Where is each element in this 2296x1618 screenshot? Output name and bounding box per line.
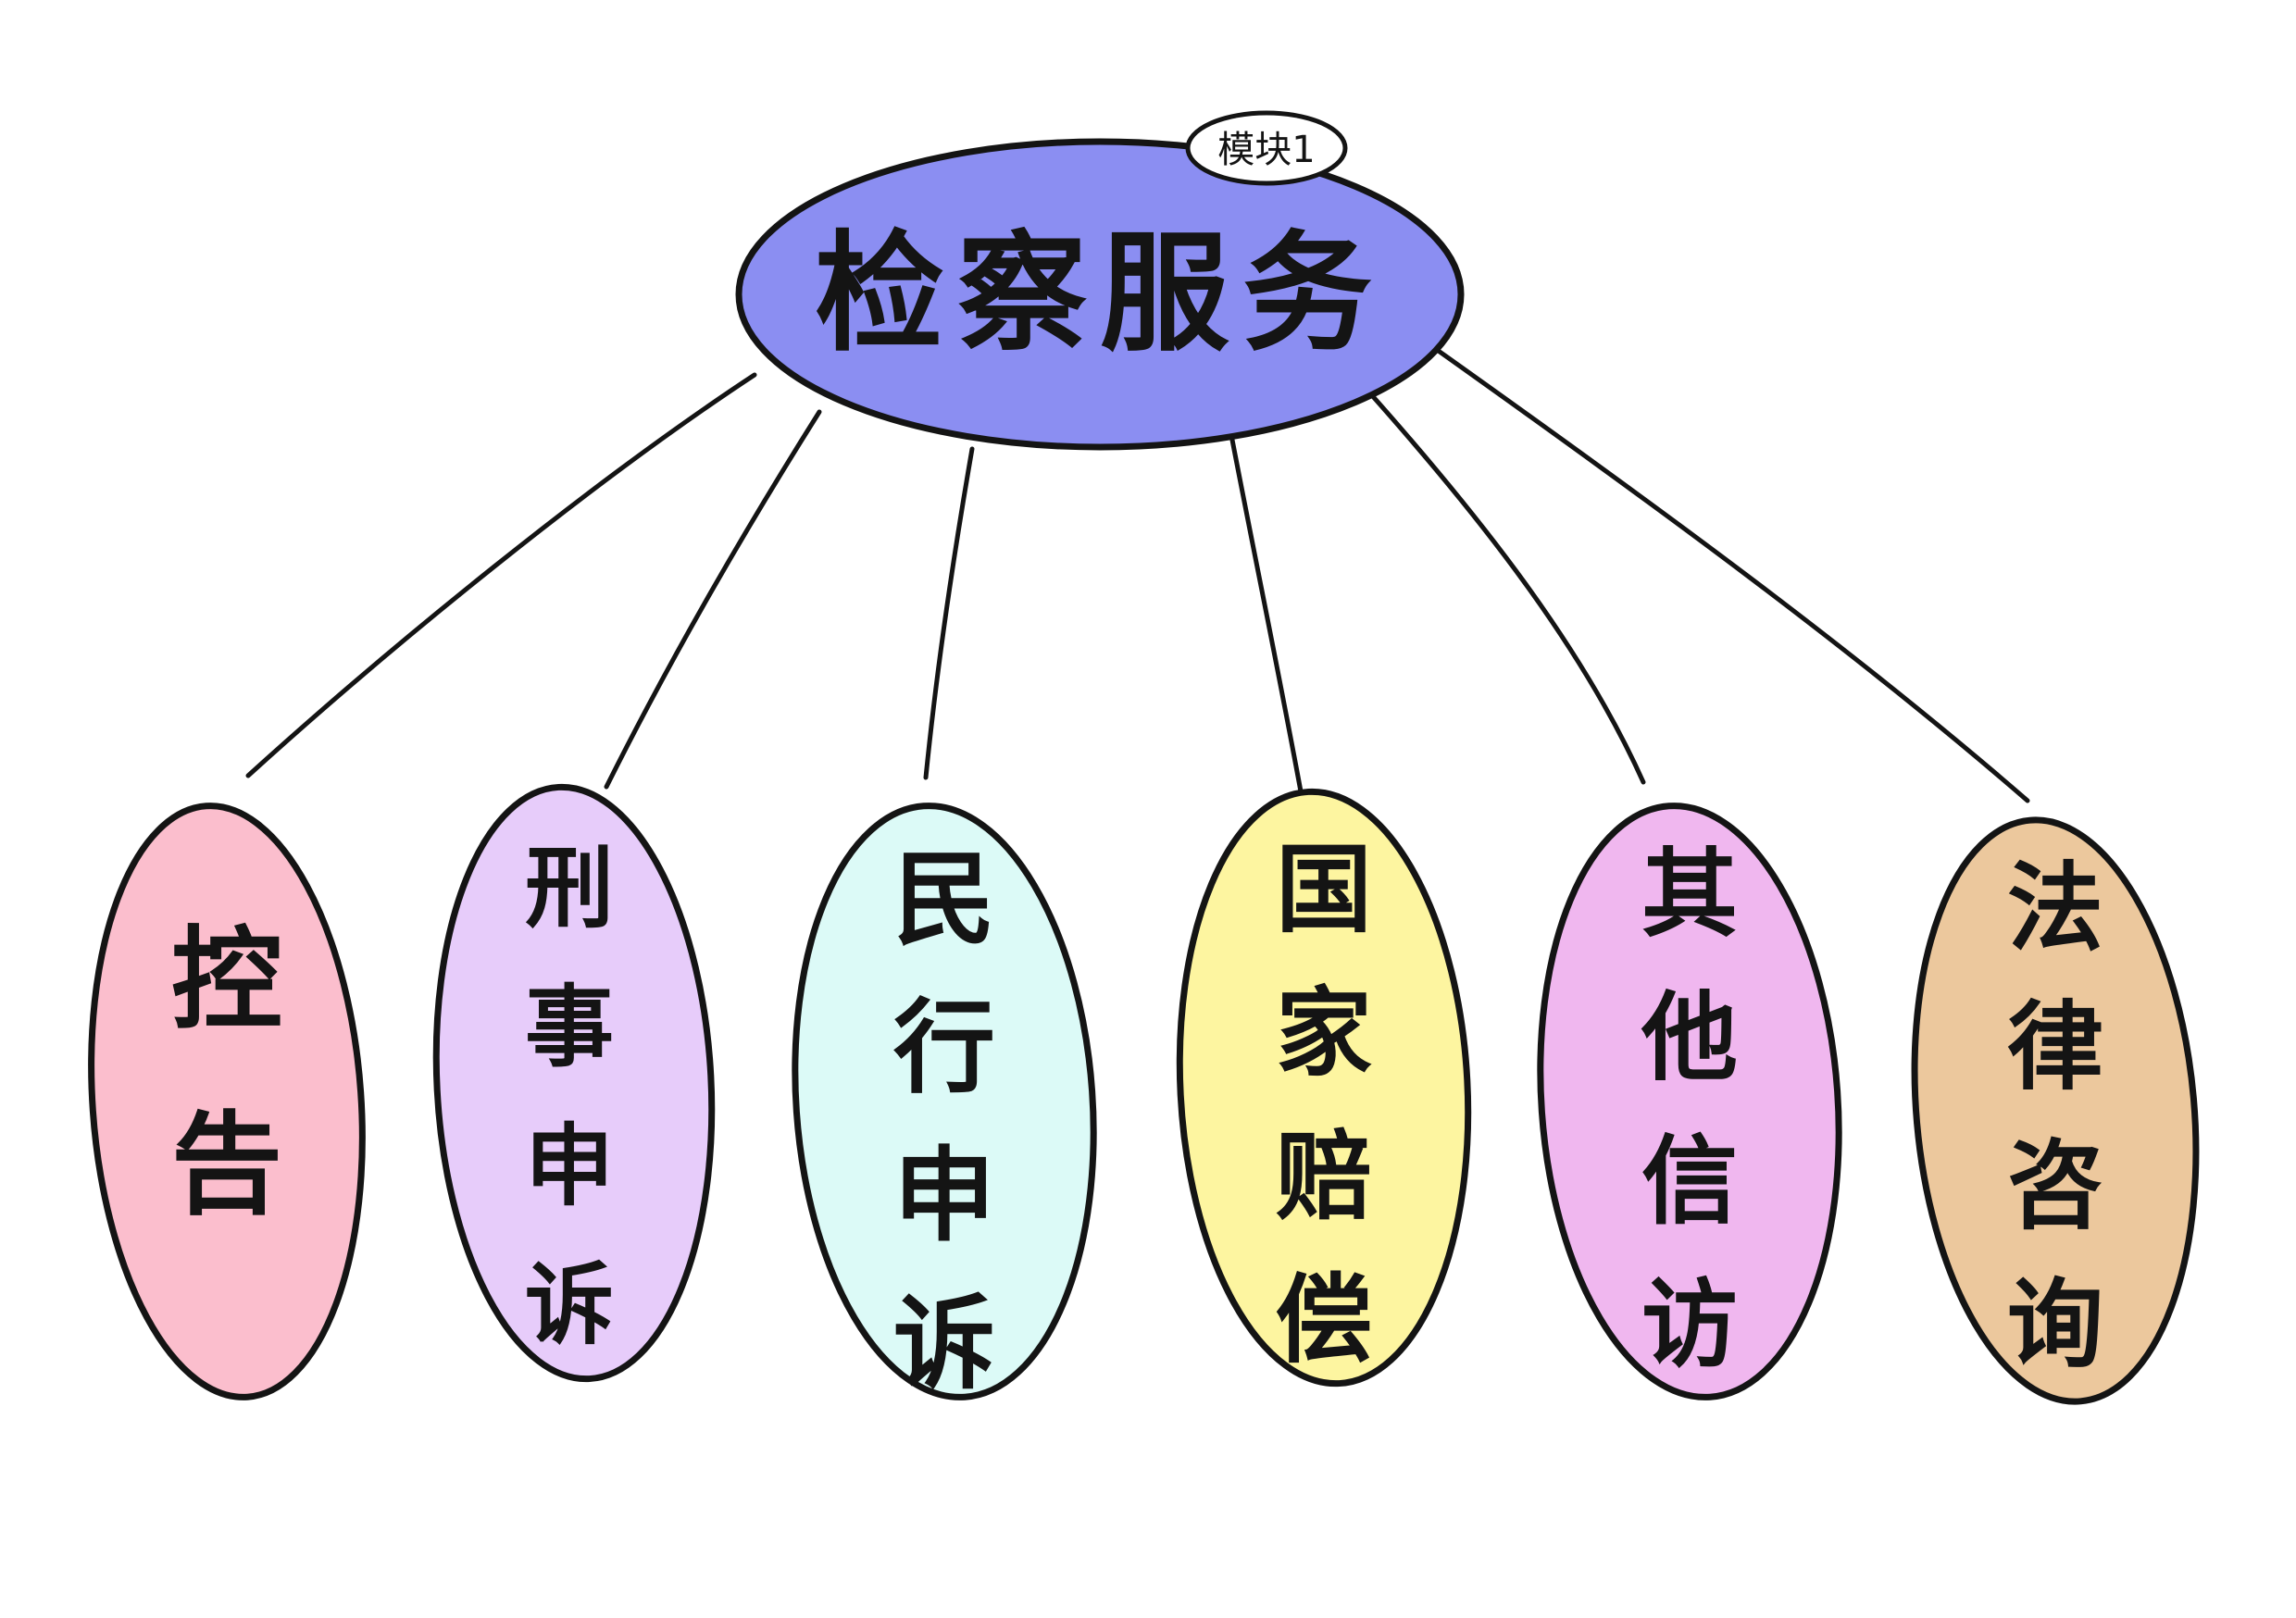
label-char: 诉 (893, 1285, 995, 1403)
connectors (245, 349, 2030, 803)
label-char: 刑 (525, 837, 614, 940)
child-ellipse-6 (1911, 816, 2200, 1405)
child-node-6: 法律咨询 (1911, 816, 2200, 1405)
child-ellipse-4 (1176, 788, 1472, 1388)
connector-2 (604, 409, 822, 790)
child-label-4: 国家赔偿 (1276, 833, 1372, 1376)
root-node: 检察服务 模块1 (735, 110, 1465, 451)
label-char: 控 (171, 916, 282, 1045)
child-nodes: 控告 刑事申诉 民行申诉 国家赔偿 其他信访 法律咨询 (88, 783, 2200, 1405)
connector-4 (1229, 432, 1304, 794)
label-char: 询 (2007, 1268, 2103, 1381)
child-ellipse-5 (1537, 803, 1842, 1400)
child-ellipse-3 (792, 803, 1097, 1400)
connector-3 (923, 446, 975, 780)
child-ellipse-2 (432, 783, 716, 1383)
label-char: 其 (1641, 838, 1738, 951)
child-node-2: 刑事申诉 (432, 783, 716, 1383)
label-char: 访 (1641, 1268, 1738, 1381)
label-char: 国 (1276, 833, 1372, 946)
label-char: 行 (893, 989, 995, 1107)
label-char: 申 (525, 1114, 614, 1218)
connector-6 (1437, 349, 2030, 803)
child-node-5: 其他信访 (1537, 803, 1842, 1400)
label-char: 诉 (525, 1253, 614, 1357)
child-node-4: 国家赔偿 (1176, 788, 1472, 1388)
label-char: 他 (1641, 981, 1738, 1094)
label-char: 民 (893, 840, 995, 959)
label-char: 信 (1641, 1125, 1738, 1238)
module-tag-label: 模块1 (1217, 129, 1315, 171)
child-label-5: 其他信访 (1641, 838, 1738, 1381)
label-char: 咨 (2007, 1129, 2103, 1242)
label-char: 赔 (1276, 1120, 1372, 1233)
root-label: 检察服务 (815, 219, 1385, 370)
label-char: 事 (525, 976, 614, 1079)
child-label-3: 民行申诉 (893, 840, 995, 1403)
label-char: 申 (893, 1137, 995, 1255)
label-char: 告 (171, 1101, 282, 1230)
child-label-1: 控告 (171, 916, 282, 1230)
label-char: 法 (2007, 852, 2103, 965)
child-node-3: 民行申诉 (792, 803, 1097, 1403)
child-label-2: 刑事申诉 (525, 837, 614, 1357)
label-char: 偿 (1276, 1263, 1372, 1376)
connector-1 (245, 372, 757, 778)
child-ellipse-1 (88, 803, 366, 1400)
label-char: 家 (1276, 977, 1372, 1089)
child-node-1: 控告 (88, 803, 366, 1400)
child-label-6: 法律咨询 (2007, 852, 2103, 1381)
label-char: 律 (2007, 990, 2103, 1103)
module-tag-ellipse (1185, 110, 1348, 186)
root-ellipse (735, 138, 1465, 451)
connector-5 (1367, 391, 1646, 785)
